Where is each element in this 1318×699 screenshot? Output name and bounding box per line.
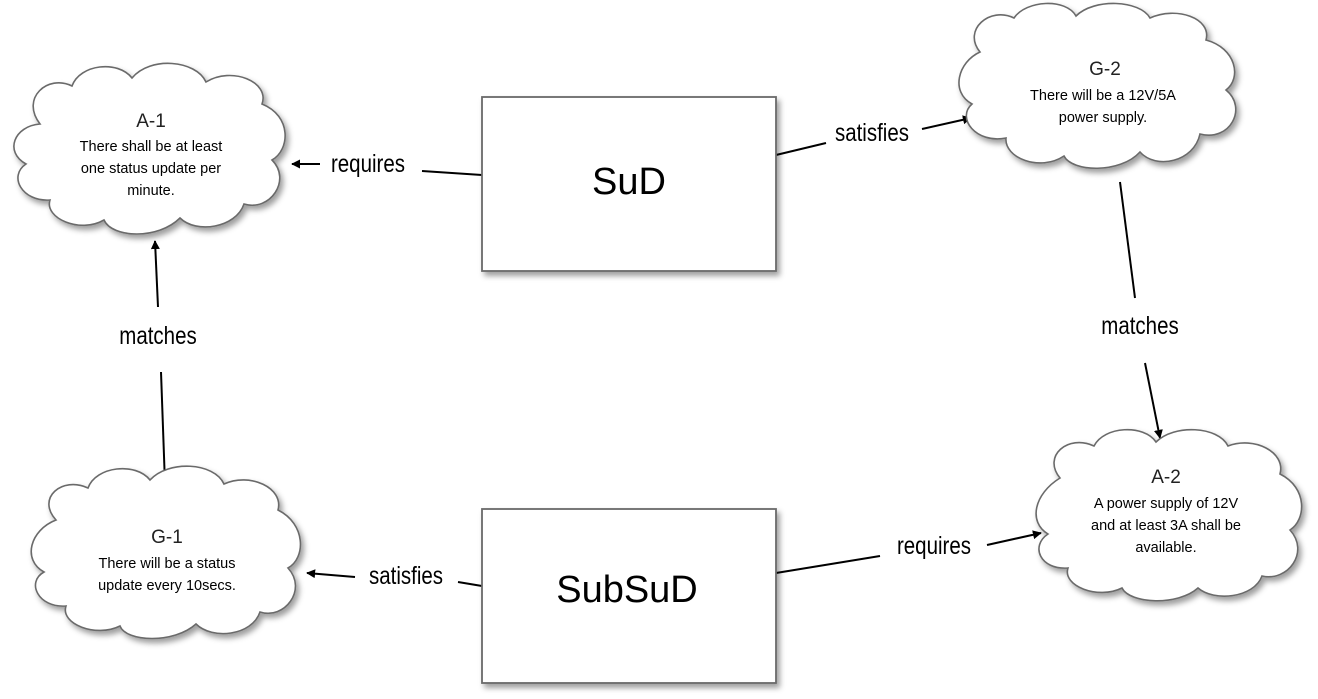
cloud-a1-line-3: minute. [127,183,175,199]
sud-box [481,96,777,272]
cloud-a1-line-1: There shall be at least [80,139,223,155]
edge-right-matches-arrow [1144,362,1163,439]
cloud-g1-line-2: update every 10secs. [98,578,236,594]
cloud-g1-shape [30,465,302,640]
edge-sud-requires-line-a [421,170,483,176]
cloud-a2-line-3: available. [1135,540,1196,556]
edges-layer [150,115,1163,587]
subsud-box-label: SubSuD [556,569,698,611]
cloud-a2-id: A-2 [1151,467,1181,488]
edge-label-sud-requires: requires [331,149,405,177]
cloud-a2-shape [1035,428,1303,602]
edge-label-right-matches: matches [1101,311,1178,339]
edge-sud-satisfies-line-a [775,142,827,156]
edge-label-subsud-satisfies: satisfies [369,561,443,589]
edge-left-matches-line-a [160,371,166,485]
subsud-box [481,508,777,684]
cloud-g2 [958,2,1237,170]
subsud-box-shape [481,508,777,684]
edge-label-left-matches: matches [119,321,196,349]
cloud-g2-id: G-2 [1089,59,1121,80]
sud-box-label: SuD [592,161,666,203]
cloud-g1 [30,465,302,640]
cloud-a1-line-2: one status update per [81,161,221,177]
cloud-a1-id: A-1 [136,111,166,132]
edge-left-matches-arrow [150,240,160,308]
cloud-a1-shape [13,62,286,235]
cloud-g2-line-2: power supply. [1059,110,1147,126]
cloud-g2-line-1: There will be a 12V/5A [1030,88,1176,104]
cloud-g1-id: G-1 [151,527,183,548]
cloud-a2-line-2: and at least 3A shall be [1091,518,1241,534]
edge-label-sud-satisfies: satisfies [835,118,909,146]
cloud-a2-line-1: A power supply of 12V [1094,496,1239,512]
sud-box-shape [481,96,777,272]
cloud-g1-line-1: There will be a status [98,556,235,572]
edge-sud-satisfies-arrow [921,115,972,130]
cloud-a2 [1035,428,1303,602]
edge-subsud-satisfies-line-a [457,581,483,587]
edge-subsud-satisfies-arrow [306,569,356,579]
edge-subsud-requires-line-a [775,555,881,574]
edge-right-matches-line-a [1119,181,1136,299]
cloud-g2-shape [958,2,1237,170]
edge-subsud-requires-arrow [986,530,1042,546]
edge-label-subsud-requires: requires [897,531,971,559]
cloud-a1 [13,62,286,235]
